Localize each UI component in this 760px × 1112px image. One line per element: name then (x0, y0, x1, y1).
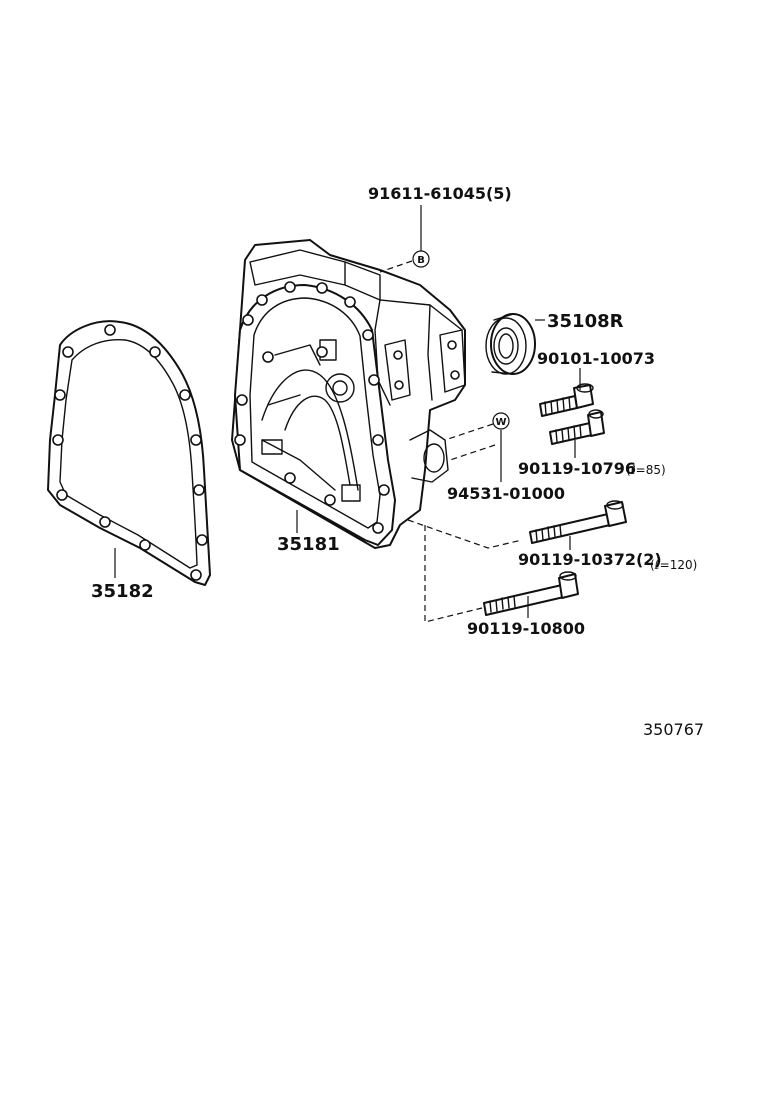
case-35181[interactable] (231, 239, 466, 549)
b-mark-symbol: B (412, 250, 430, 268)
leader-lines (114, 205, 581, 623)
w-mark-symbol: W (492, 412, 510, 430)
label-90119-10372-length: (ℓ=120) (650, 558, 697, 572)
label-91611-61045: 91611-61045(5) (368, 184, 512, 203)
bolt-90119-10796[interactable] (549, 409, 605, 445)
label-90101-10073: 90101-10073 (537, 349, 655, 368)
oil-seal-35108r[interactable] (485, 313, 536, 375)
bolt-90119-10372[interactable] (529, 500, 627, 544)
label-94531-01000: 94531-01000 (447, 484, 565, 503)
label-90119-10796-length: (ℓ=85) (626, 463, 666, 477)
figure-reference-number: 350767 (643, 720, 704, 739)
svg-text:W: W (495, 417, 506, 428)
label-35108r: 35108R (547, 311, 624, 332)
gasket-35182[interactable] (47, 320, 211, 586)
label-90119-10372: 90119-10372(2) (518, 550, 662, 569)
bolt-90119-10800[interactable] (483, 571, 579, 616)
label-90119-10796: 90119-10796 (518, 459, 636, 478)
svg-text:B: B (417, 255, 425, 266)
label-90119-10800: 90119-10800 (467, 619, 585, 638)
label-35182: 35182 (91, 581, 154, 602)
label-35181: 35181 (277, 534, 340, 555)
bolt-90101-10073[interactable] (539, 383, 594, 417)
